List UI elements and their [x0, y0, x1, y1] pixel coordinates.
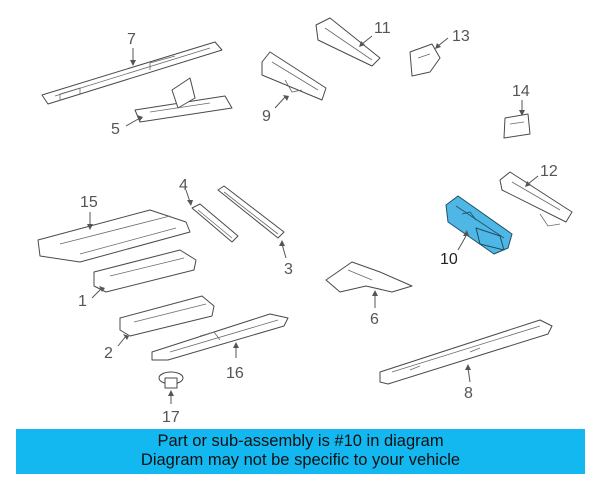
callout-label-7: 7	[127, 31, 136, 48]
part-8[interactable]	[379, 319, 553, 385]
part-6[interactable]	[325, 261, 413, 293]
callout-10: 10	[440, 230, 469, 268]
callout-4: 4	[179, 177, 193, 206]
part-1[interactable]	[93, 249, 197, 293]
part-9[interactable]	[261, 51, 327, 101]
callout-label-14: 14	[512, 83, 530, 100]
callout-label-9: 9	[262, 108, 271, 125]
part-5[interactable]	[134, 77, 233, 123]
part-13[interactable]	[409, 43, 441, 77]
callout-label-5: 5	[111, 121, 120, 138]
callout-5: 5	[111, 115, 143, 138]
callout-label-16: 16	[226, 365, 244, 382]
callout-16: 16	[226, 342, 244, 382]
callout-7: 7	[127, 31, 136, 66]
part-11[interactable]	[315, 17, 381, 67]
part-2[interactable]	[119, 295, 215, 337]
part-4[interactable]	[191, 203, 239, 243]
callout-9: 9	[262, 95, 289, 125]
part-12[interactable]	[499, 171, 573, 227]
callout-8: 8	[464, 364, 473, 402]
part-7[interactable]	[41, 41, 223, 105]
callout-label-4: 4	[179, 177, 188, 194]
callout-14: 14	[512, 83, 530, 116]
callout-2: 2	[104, 334, 129, 362]
info-banner: Part or sub-assembly is #10 in diagram D…	[16, 429, 585, 474]
part-17[interactable]	[158, 371, 184, 389]
part-10[interactable]	[445, 195, 513, 255]
part-14[interactable]	[503, 113, 531, 139]
callout-label-3: 3	[284, 261, 293, 278]
callout-label-15: 15	[80, 194, 98, 211]
callout-11: 11	[359, 20, 391, 47]
callout-15: 15	[80, 194, 98, 230]
banner-line-1: Part or sub-assembly is #10 in diagram	[157, 432, 444, 450]
callout-12: 12	[525, 163, 558, 187]
callout-1: 1	[78, 286, 105, 310]
part-3[interactable]	[217, 185, 285, 239]
part-16[interactable]	[151, 313, 289, 361]
callout-label-8: 8	[464, 385, 473, 402]
callout-label-2: 2	[104, 345, 113, 362]
callout-label-1: 1	[78, 293, 87, 310]
callout-label-6: 6	[370, 311, 379, 328]
part-15[interactable]	[37, 209, 191, 263]
callout-label-10: 10	[440, 251, 458, 268]
callout-label-11: 11	[374, 20, 391, 37]
callout-label-17: 17	[162, 409, 180, 426]
callout-17: 17	[162, 390, 180, 426]
callout-6: 6	[370, 290, 379, 328]
callout-label-12: 12	[540, 163, 558, 180]
callout-13: 13	[435, 28, 470, 49]
callout-3: 3	[279, 240, 293, 278]
banner-line-2: Diagram may not be specific to your vehi…	[140, 451, 461, 469]
callout-label-13: 13	[452, 28, 470, 45]
